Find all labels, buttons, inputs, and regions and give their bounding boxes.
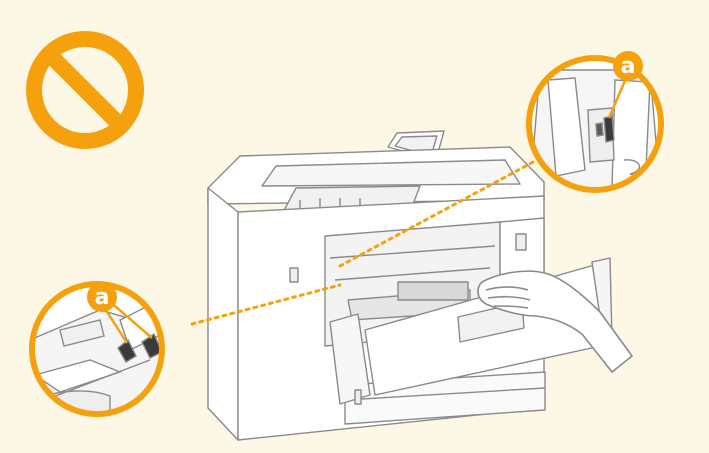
callout-right-label: a (621, 54, 636, 79)
prohibition-icon (34, 39, 136, 141)
callout-left-label: a (95, 285, 110, 310)
callout-left-detail: a (30, 282, 170, 420)
callout-right-detail: a (529, 51, 661, 190)
